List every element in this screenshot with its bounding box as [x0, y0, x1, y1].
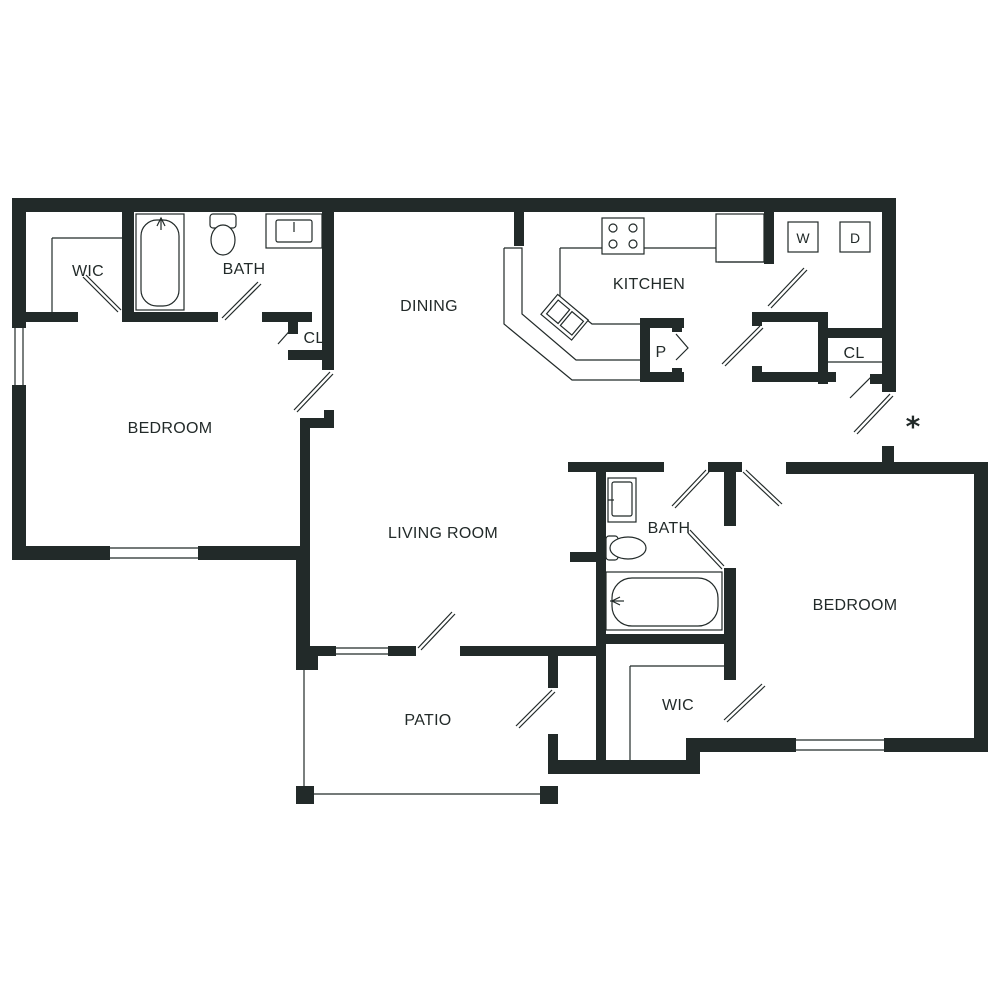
dryer-label: D [850, 230, 860, 246]
doors [82, 267, 894, 729]
living-room-label: LIVING ROOM [388, 525, 498, 542]
pantry-label: P [656, 344, 667, 361]
patio-label: PATIO [404, 712, 451, 729]
right-bath-fixtures [605, 477, 724, 760]
wic-left-label: WIC [72, 263, 104, 280]
windows [14, 328, 884, 795]
dining-label: DINING [400, 298, 458, 315]
room-labels: WIC BATH CL BEDROOM DINING KITCHEN P W D… [72, 230, 921, 729]
asterisk-marker: * [906, 410, 921, 443]
wic-right-label: WIC [662, 697, 694, 714]
closet-right-label: CL [843, 345, 864, 362]
bedroom-right-label: BEDROOM [813, 597, 898, 614]
bath-left-label: BATH [223, 261, 266, 278]
closet-left-label: CL [303, 330, 324, 347]
kitchen-label: KITCHEN [613, 276, 685, 293]
left-bath-fixtures [51, 213, 323, 312]
bath-right-label: BATH [648, 520, 691, 537]
walls [12, 198, 988, 804]
bedroom-left-label: BEDROOM [128, 420, 213, 437]
washer-label: W [796, 230, 810, 246]
kitchen-fixtures [503, 213, 882, 381]
